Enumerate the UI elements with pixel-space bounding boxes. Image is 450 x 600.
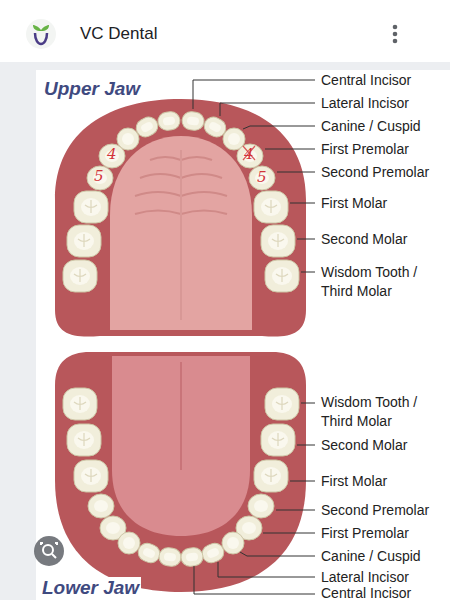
tooth [237, 144, 263, 168]
palate-midline [180, 150, 182, 320]
tooth [261, 424, 295, 456]
lens-button [34, 536, 64, 566]
logo-leaf [41, 25, 49, 31]
lens-marks [41, 543, 57, 558]
logo-cup [35, 33, 47, 44]
tooth [265, 388, 299, 420]
tooth [67, 225, 101, 257]
menu-dots [393, 25, 398, 44]
tooth [222, 532, 244, 554]
site-name: VC Dental [80, 24, 157, 44]
leader-line [290, 481, 315, 482]
tooth-label: Canine / Cuspid [321, 548, 421, 564]
tooth-label: Canine / Cuspid [321, 118, 421, 134]
tooth [261, 225, 295, 257]
jaw-title: Upper Jaw [42, 78, 142, 100]
logo-leaf [33, 25, 41, 31]
leader-line [297, 239, 315, 240]
tooth-label: Central Incisor [321, 585, 411, 600]
tooth [158, 547, 181, 567]
tooth [181, 111, 205, 131]
tooth-label: First Molar [321, 195, 387, 211]
tooth [74, 191, 108, 223]
tooth-label: Lateral Incisor [321, 569, 409, 585]
leader-line [297, 445, 315, 446]
logo-ground [26, 19, 56, 49]
tooth [63, 260, 97, 292]
tooth [87, 166, 113, 190]
header-bar [0, 0, 450, 62]
tooth-label: Lateral Incisor [321, 95, 409, 111]
tooth [88, 494, 114, 518]
menu-dot [393, 25, 398, 30]
tooth [135, 541, 162, 566]
leader-line [193, 80, 315, 109]
tooth [199, 541, 226, 566]
tooth [265, 260, 299, 292]
tooth [63, 388, 97, 420]
tooth [249, 166, 275, 190]
tooth-label: Second Premolar [321, 164, 429, 180]
leader-line [194, 566, 315, 594]
tooth [99, 144, 125, 168]
leader-line [263, 533, 315, 534]
leader-line [301, 272, 315, 273]
leader-line [240, 552, 315, 556]
leader-line [218, 562, 315, 577]
image-panel [36, 70, 450, 600]
leader-line [277, 172, 315, 173]
tooth-label: Second Molar [321, 437, 407, 453]
tooth [67, 424, 101, 456]
tooth [180, 547, 203, 567]
tooth [74, 460, 108, 492]
menu-dot [393, 32, 398, 37]
tooth-label: Central Incisor [321, 72, 411, 88]
handwritten-number: 5 [94, 168, 104, 185]
tooth [118, 532, 140, 554]
site-logo [26, 19, 56, 49]
tooth-label: First Premolar [321, 141, 409, 157]
jaw-title: Lower Jaw [40, 577, 141, 599]
tooth [157, 111, 181, 131]
leader-line [276, 510, 315, 511]
leader-line [265, 149, 315, 150]
palate [110, 136, 252, 330]
leader-lines [193, 80, 315, 594]
tooth [248, 494, 274, 518]
tooth [254, 191, 288, 223]
tooth [254, 460, 288, 492]
tooth-label: Wisdom Tooth / Third Molar [321, 393, 446, 431]
tooth-label: Second Premolar [321, 502, 429, 518]
handwritten-number: 4 [244, 146, 254, 163]
menu-dot [393, 39, 398, 44]
tongue-groove [180, 362, 182, 470]
handwritten-number: 5 [257, 169, 267, 186]
tooth-label: First Premolar [321, 525, 409, 541]
lens-glass [43, 545, 53, 555]
tongue [112, 356, 250, 536]
tooth-label: Wisdom Tooth / Third Molar [321, 263, 446, 301]
leader-line [290, 203, 315, 204]
leader-line [220, 103, 315, 116]
tooth-label: Second Molar [321, 231, 407, 247]
leader-line [243, 126, 315, 129]
tooth-label: First Molar [321, 473, 387, 489]
lens-icon [34, 536, 64, 566]
handwritten-number: 4 [107, 146, 117, 163]
palate-ridges [135, 150, 227, 320]
upper-gum [55, 99, 306, 337]
leader-line [301, 403, 315, 404]
